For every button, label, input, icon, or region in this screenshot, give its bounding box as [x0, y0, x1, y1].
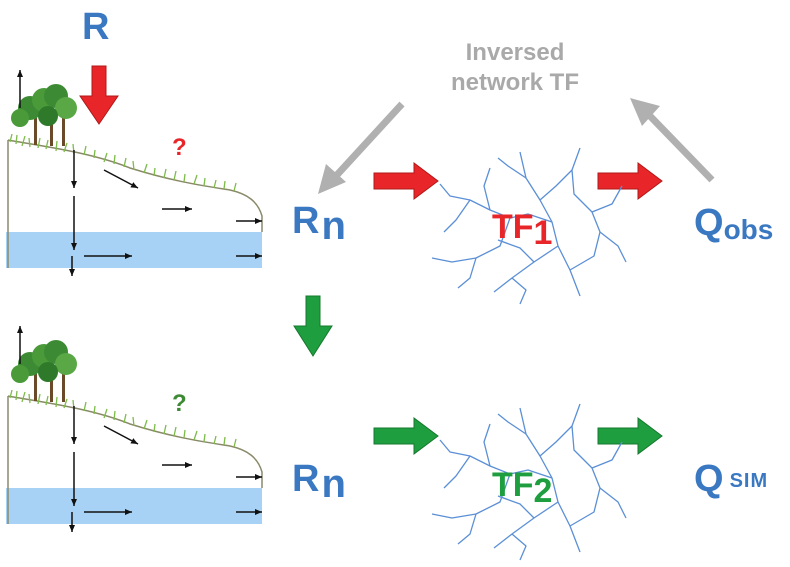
qobs-label: Qobs: [694, 202, 773, 245]
grass-icon: [9, 133, 237, 192]
inversed-network-tf-label: Inversed network TF: [408, 38, 622, 98]
rn-bottom-sub: n: [321, 462, 346, 506]
tf1-label: TF1: [492, 208, 552, 252]
qobs-main: Q: [694, 202, 724, 244]
rn-bottom-main: R: [292, 458, 320, 500]
red-arrow-tf1-to-qobs: [597, 162, 663, 200]
rainfall-arrow: [79, 65, 119, 125]
rn-top-sub: n: [321, 204, 346, 248]
hillslope-top: [6, 70, 263, 276]
tf2-label: TF2: [492, 466, 552, 510]
red-arrow-rn-to-tf1: [373, 162, 439, 200]
inversed-label-line2: network TF: [450, 69, 579, 96]
green-arrow-down: [293, 295, 333, 357]
water-table-top: [6, 232, 262, 268]
tf1-main: TF: [492, 208, 534, 246]
river-network-icon: [431, 147, 627, 305]
qobs-sub: obs: [723, 214, 774, 245]
river-network-icon: [431, 403, 627, 561]
question-mark-bottom: ?: [172, 390, 187, 417]
rn-bottom-label: Rn: [292, 456, 346, 506]
tf1-sub: 1: [533, 214, 553, 252]
rn-top-main: R: [292, 200, 320, 242]
grass-icon: [9, 389, 237, 448]
water-table-bottom: [6, 488, 262, 524]
hillslope-bottom: [6, 326, 263, 532]
rn-top-label: Rn: [292, 198, 346, 248]
tf2-sub: 2: [533, 472, 553, 510]
rainfall-label: R: [82, 6, 110, 48]
qsim-main: Q: [694, 458, 724, 500]
inversed-label-line1: Inversed: [465, 39, 565, 66]
green-arrow-tf2-to-qsim: [597, 417, 663, 455]
inversion-arrows: [318, 98, 715, 194]
qsim-sub: SIM: [729, 470, 769, 492]
question-mark-top: ?: [172, 134, 187, 161]
tree-icon: [11, 340, 77, 402]
tree-icon: [11, 84, 77, 146]
tf2-main: TF: [492, 466, 534, 504]
green-arrow-rn-to-tf2: [373, 417, 439, 455]
